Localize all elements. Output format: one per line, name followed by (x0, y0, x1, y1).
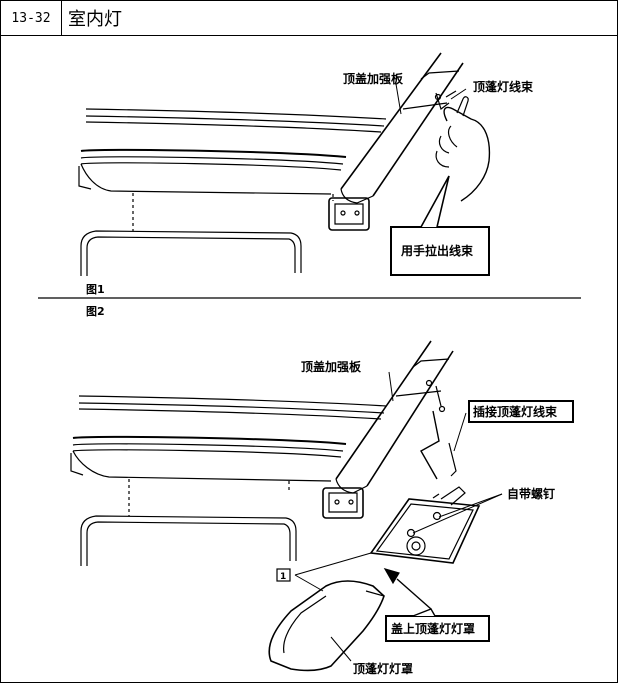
fig1-callout-pull-harness: 用手拉出线束 (400, 243, 474, 258)
illustration-canvas: 顶盖加强板 顶蓬灯线束 用手拉出线束 图1 图2 顶盖加强板 插接顶蓬灯线束 自… (38, 52, 581, 676)
fig2-item-number: 1 (280, 572, 286, 582)
fig2-label-cover: 顶蓬灯灯罩 (353, 661, 413, 676)
fig2-label-screws: 自带螺钉 (507, 486, 555, 501)
page-title: 室内灯 (68, 9, 122, 30)
fig2-callout-connect-harness: 插接顶蓬灯线束 (473, 404, 558, 419)
fig2-label-reinforcement: 顶盖加强板 (301, 359, 362, 374)
section-code: 13-32 (1, 1, 62, 35)
fig1-label-harness: 顶蓬灯线束 (473, 79, 534, 94)
fig1-label-reinforcement: 顶盖加强板 (343, 71, 404, 86)
figure-2-number: 图2 (86, 305, 105, 318)
figure-2 (70, 340, 574, 672)
page-header: 13-32 室内灯 (1, 1, 617, 36)
fig2-callout-install-cover: 盖上顶蓬灯灯罩 (391, 621, 475, 636)
figure-1 (38, 52, 581, 299)
figure-1-number: 图1 (86, 283, 105, 296)
